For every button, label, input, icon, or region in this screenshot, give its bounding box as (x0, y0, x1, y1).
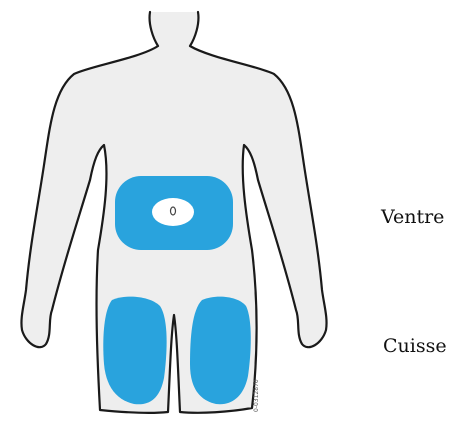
abdomen-label: Ventre (381, 208, 444, 227)
navel-exclusion-area (152, 198, 194, 226)
figure-code: 0-0312870 (253, 379, 260, 412)
right-thigh-injection-zone (190, 297, 251, 405)
left-thigh-injection-zone (103, 297, 166, 405)
thigh-label: Cuisse (383, 337, 447, 356)
